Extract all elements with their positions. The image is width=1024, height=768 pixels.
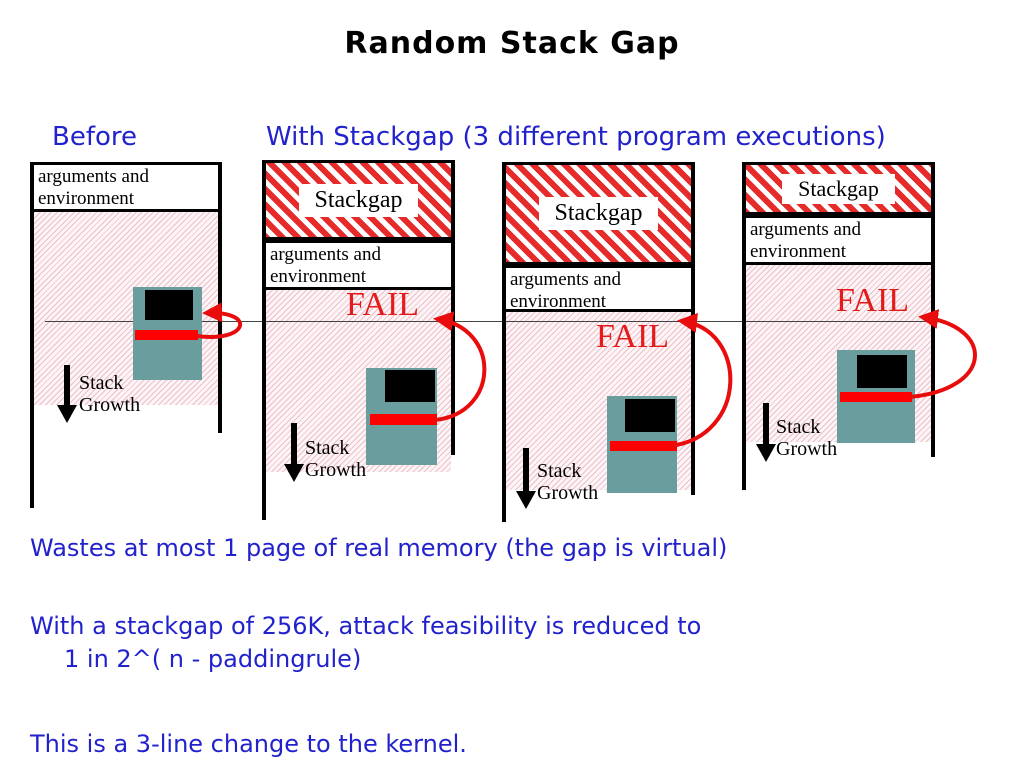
args-env-box-1: arguments and environment xyxy=(262,240,455,290)
note-feasibility-line1: With a stackgap of 256K, attack feasibil… xyxy=(30,612,702,640)
stackgap-box-3: Stackgap xyxy=(742,162,935,215)
args-env-box-3: arguments and environment xyxy=(742,215,935,265)
stackgap-label: Stackgap xyxy=(782,173,895,204)
with-stackgap-label: With Stackgap (3 different program execu… xyxy=(266,122,886,152)
note-kernel-change: This is a 3-line change to the kernel. xyxy=(30,730,467,758)
growth-word: Growth xyxy=(537,482,599,504)
stack-growth-arrow-icon xyxy=(523,448,529,493)
computer-screen-icon xyxy=(145,290,193,320)
exploit-payload-bar xyxy=(135,330,198,340)
before-label: Before xyxy=(52,122,138,152)
args-env-box-2: arguments and environment xyxy=(502,265,695,312)
growth-word: Growth xyxy=(776,438,838,460)
column-left-border xyxy=(502,162,506,522)
stack-growth-label: Stack Growth xyxy=(537,460,598,504)
args-env-box-before: arguments and environment xyxy=(30,162,222,212)
stack-growth-label: Stack Growth xyxy=(79,372,140,416)
note-feasibility-line2: 1 in 2^( n - paddingrule) xyxy=(64,645,362,673)
stack-top-reference-line xyxy=(45,321,935,322)
stack-growth-label: Stack Growth xyxy=(776,416,837,460)
column-left-border xyxy=(30,162,34,508)
fail-label: FAIL xyxy=(836,282,910,319)
stack-word: Stack xyxy=(776,416,821,438)
args-env-line2: environment xyxy=(38,188,135,209)
computer-screen-icon xyxy=(857,355,907,388)
exploit-payload-bar xyxy=(840,392,912,402)
column-left-border xyxy=(262,160,266,520)
args-env-line1: arguments and xyxy=(750,219,861,240)
column-left-border xyxy=(742,162,746,490)
stack-growth-arrow-icon xyxy=(64,365,70,407)
stackgap-box-1: Stackgap xyxy=(262,160,455,240)
exploit-payload-bar xyxy=(610,441,677,451)
stack-growth-arrowhead-icon xyxy=(516,491,536,509)
stack-growth-arrowhead-icon xyxy=(756,444,776,462)
args-env-line2: environment xyxy=(510,291,607,312)
stack-growth-arrow-icon xyxy=(763,403,769,446)
computer-screen-icon xyxy=(625,399,675,432)
args-env-line1: arguments and xyxy=(510,269,621,290)
stack-growth-arrow-icon xyxy=(291,423,297,466)
note-wastes: Wastes at most 1 page of real memory (th… xyxy=(30,534,728,562)
fail-label: FAIL xyxy=(346,286,420,323)
stackgap-label: Stackgap xyxy=(298,183,419,217)
args-env-line2: environment xyxy=(270,266,367,287)
fail-label: FAIL xyxy=(596,318,670,355)
growth-word: Growth xyxy=(305,459,367,481)
stackgap-box-2: Stackgap xyxy=(502,162,695,265)
args-env-line2: environment xyxy=(750,241,847,262)
computer-screen-icon xyxy=(385,370,435,402)
column-right-border xyxy=(691,162,695,495)
column-right-border xyxy=(451,160,455,455)
exploit-payload-bar xyxy=(370,414,437,425)
stackgap-label: Stackgap xyxy=(538,197,659,230)
stack-growth-label: Stack Growth xyxy=(305,437,366,481)
args-env-line1: arguments and xyxy=(38,166,149,187)
stack-word: Stack xyxy=(305,437,350,459)
stack-word: Stack xyxy=(537,460,582,482)
column-right-border xyxy=(931,162,935,457)
stack-growth-arrowhead-icon xyxy=(284,464,304,482)
slide-title: Random Stack Gap xyxy=(344,26,680,61)
stack-growth-arrowhead-icon xyxy=(57,405,77,423)
args-env-line1: arguments and xyxy=(270,244,381,265)
column-right-border xyxy=(218,162,222,433)
stack-word: Stack xyxy=(79,372,124,394)
growth-word: Growth xyxy=(79,394,141,416)
